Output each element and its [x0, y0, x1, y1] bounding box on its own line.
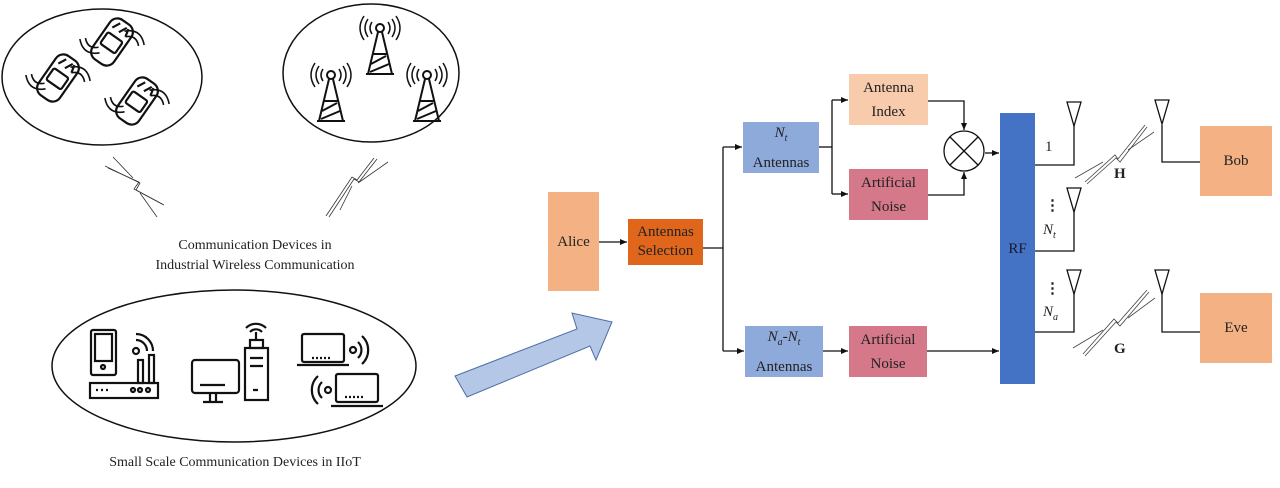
industrial-caption-line2: Industrial Wireless Communication: [155, 258, 355, 273]
na-n: N: [767, 328, 778, 345]
antenna-dots-1: ⋮: [1045, 198, 1060, 214]
wireless-link-icon: [104, 156, 165, 218]
laptop-icon: [310, 372, 383, 408]
industrial-caption-line1: Communication Devices in: [178, 238, 332, 253]
rf-block: RF: [1000, 113, 1035, 384]
antenna-label-na: Na: [1043, 304, 1058, 323]
alice-block: Alice: [548, 192, 599, 291]
antenna-icon: [1066, 101, 1082, 129]
antenna-label-1: 1: [1045, 139, 1053, 155]
na-sub: a: [777, 336, 783, 348]
towers-ellipse: [282, 3, 460, 143]
small-devices-ellipse: [51, 289, 417, 443]
artificial-noise-block-2: Artificial Noise: [849, 326, 927, 377]
antenna-icon: [1066, 187, 1082, 215]
na-nt-antennas-block: Na-Nt Antennas: [745, 326, 823, 377]
channel-h-link-icon: [1074, 124, 1155, 185]
antenna-index-line1: Antenna: [863, 79, 914, 96]
antennas-selection-line1: Antennas: [637, 224, 694, 240]
car-icon: [104, 76, 170, 126]
vehicles-ellipse: [1, 8, 203, 146]
channel-h-label: H: [1114, 166, 1126, 182]
artificial-noise2-line2: Noise: [870, 355, 906, 372]
channel-g-link-icon: [1072, 289, 1156, 357]
nt-sub: t: [784, 132, 788, 144]
antenna-dots-2: ⋮: [1045, 281, 1060, 297]
label-nt-sub: t: [1053, 230, 1056, 241]
eve-block: Eve: [1200, 293, 1272, 363]
antenna-icon: [1154, 269, 1170, 297]
na-nt-antennas-label: Antennas: [755, 358, 813, 375]
connector-lines: [599, 97, 999, 354]
channel-g-label: G: [1114, 341, 1126, 357]
tower-icon: [310, 62, 352, 122]
antennas-selection-block: Antennas Selection: [628, 219, 703, 265]
antenna-label-nt: Nt: [1043, 222, 1056, 241]
alice-label: Alice: [557, 233, 590, 250]
bob-block: Bob: [1200, 126, 1272, 196]
artificial-noise-line1: Artificial: [861, 174, 916, 191]
label-na-n: N: [1043, 304, 1054, 320]
bob-label: Bob: [1223, 153, 1249, 169]
na-nt-symbol: Na-Nt: [768, 325, 801, 355]
artificial-noise-block: Artificial Noise: [849, 169, 928, 220]
tower-icon: [406, 62, 448, 122]
antenna-index-line2: Index: [871, 103, 906, 120]
nt-symbol: Nt: [775, 121, 788, 151]
artificial-noise2-line1: Artificial: [860, 331, 916, 348]
desktop-computer-icon: [190, 322, 270, 404]
nt-antennas-block: Nt Antennas: [743, 122, 819, 173]
laptop-icon: [297, 332, 370, 367]
na-nt-dash: -: [782, 328, 788, 345]
antenna-icon: [1154, 99, 1170, 127]
rf-label: RF: [1008, 240, 1027, 257]
phone-router-icon: [88, 328, 160, 400]
antennas-selection-line2: Selection: [637, 243, 694, 259]
car-icon: [25, 53, 91, 103]
wireless-link-icon: [325, 157, 389, 218]
nt-n2: N: [787, 328, 798, 345]
label-na-sub: a: [1053, 312, 1059, 323]
antenna-index-block: Antenna Index: [849, 74, 928, 125]
nt-sub2: t: [797, 336, 801, 348]
tower-icon: [359, 15, 401, 75]
industrial-caption: Communication Devices in Industrial Wire…: [120, 236, 390, 276]
eve-label: Eve: [1224, 320, 1248, 336]
antenna-icon: [1066, 269, 1082, 297]
artificial-noise-line2: Noise: [871, 198, 906, 215]
label-nt-n: N: [1043, 222, 1054, 238]
nt-n: N: [774, 124, 785, 141]
car-icon: [79, 17, 145, 67]
rf-outputs: [1035, 125, 1200, 333]
big-arrow: [454, 312, 613, 398]
nt-antennas-label: Antennas: [752, 154, 810, 171]
multiplier-icon: [943, 130, 985, 172]
iiot-caption: Small Scale Communication Devices in IIo…: [109, 455, 361, 470]
